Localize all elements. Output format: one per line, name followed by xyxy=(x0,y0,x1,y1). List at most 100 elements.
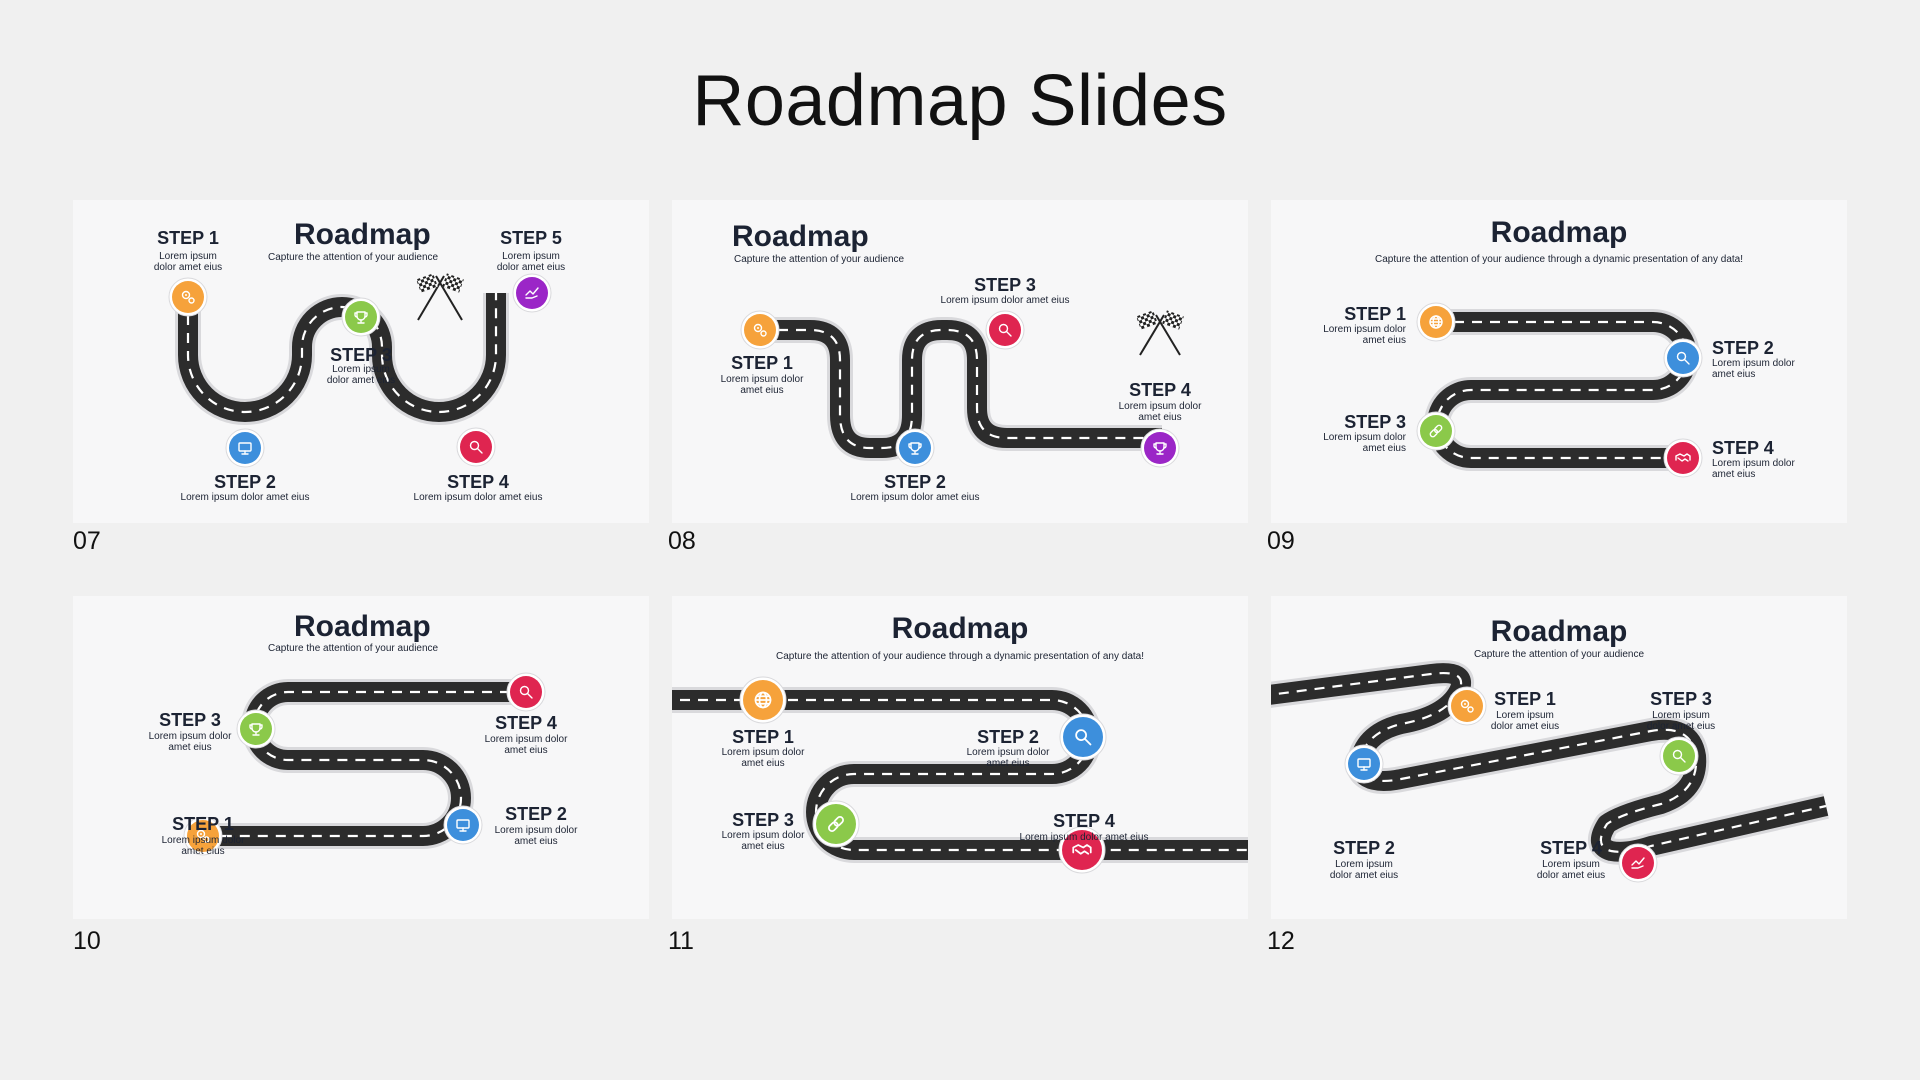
step-1-desc: Lorem ipsum dolor amet eius xyxy=(153,251,223,273)
step-4-desc: Lorem ipsum dolor amet eius xyxy=(1712,458,1795,480)
slide-thumbnail-11[interactable]: Roadmap Capture the attention of your au… xyxy=(672,596,1248,919)
slide-number-08: 08 xyxy=(668,527,696,555)
step-2-desc: Lorem ipsum dolor amet eius xyxy=(494,825,578,847)
slide-subtitle: Capture the attention of your audience xyxy=(734,254,905,265)
gears-icon xyxy=(196,829,210,843)
step-4-desc: Lorem ipsum dolor amet eius xyxy=(484,734,568,756)
step-1-desc: Lorem ipsum dolor amet eius xyxy=(720,374,804,396)
step-3-label: STEP 3 xyxy=(732,810,794,830)
step-3-desc: Lorem ipsum dolor amet eius xyxy=(940,295,1070,306)
step-1-label: STEP 1 xyxy=(172,814,234,834)
finish-flags-icon xyxy=(1136,310,1184,356)
slide-thumbnail-07[interactable]: Roadmap Capture the attention of your au… xyxy=(73,200,649,523)
road-path xyxy=(760,317,1162,461)
step-marker xyxy=(168,277,208,317)
gears-icon xyxy=(1460,699,1474,713)
step-2-label: STEP 2 xyxy=(1712,338,1774,358)
slide-thumbnail-09[interactable]: Roadmap Capture the attention of your au… xyxy=(1271,200,1847,523)
step-marker xyxy=(985,310,1025,350)
step-3-desc: Lorem ipsum dolor amet eius xyxy=(148,731,232,753)
slide-thumbnail-12[interactable]: Roadmap Capture the attention of your au… xyxy=(1271,596,1847,919)
road-svg xyxy=(168,273,552,468)
step-3-label: STEP 3 xyxy=(330,345,392,365)
slide-thumbnail-08[interactable]: Roadmap Capture the attention of your au… xyxy=(672,200,1248,523)
step-4-label: STEP 4 xyxy=(447,472,509,492)
step-4-desc: Lorem ipsum dolor amet eius xyxy=(413,492,543,503)
step-3-label: STEP 3 xyxy=(1344,412,1406,432)
step-3-desc: Lorem ipsum dolor amet eius xyxy=(721,830,805,852)
road-svg xyxy=(740,310,1184,468)
search-icon xyxy=(1075,729,1092,746)
step-3-label: STEP 3 xyxy=(159,710,221,730)
slide-thumbnail-10[interactable]: Roadmap Capture the attention of your au… xyxy=(73,596,649,919)
slide-subtitle: Capture the attention of your audience t… xyxy=(775,651,1145,662)
search-icon xyxy=(1672,749,1686,763)
slide-subtitle: Capture the attention of your audience t… xyxy=(1374,254,1744,265)
step-4-desc: Lorem ipsum dolor amet eius xyxy=(1118,401,1202,423)
slide-title: Roadmap xyxy=(294,610,431,643)
step-2-label: STEP 2 xyxy=(1333,838,1395,858)
step-4-label: STEP 4 xyxy=(1540,838,1602,858)
step-2-desc: Lorem ipsum dolor amet eius xyxy=(966,747,1050,769)
step-2-desc: Lorem ipsum dolor amet eius xyxy=(850,492,980,503)
step-1-desc: Lorem ipsum dolor amet eius xyxy=(721,747,805,769)
search-icon xyxy=(519,685,533,699)
step-marker xyxy=(1058,826,1106,874)
step-marker xyxy=(739,676,787,724)
road-svg xyxy=(183,672,546,856)
step-marker xyxy=(1663,438,1703,478)
slide-number-09: 09 xyxy=(1267,527,1295,555)
step-marker xyxy=(443,805,483,845)
page-title: Roadmap Slides xyxy=(692,61,1228,141)
step-marker xyxy=(236,709,276,749)
road-path xyxy=(1271,660,1829,865)
step-marker xyxy=(1416,411,1456,451)
slide-number-11: 11 xyxy=(668,927,694,955)
step-marker xyxy=(1618,843,1658,883)
step-marker xyxy=(183,816,223,856)
search-icon xyxy=(998,323,1012,337)
road-svg xyxy=(672,676,1248,874)
step-marker xyxy=(1447,686,1487,726)
step-marker xyxy=(456,427,496,467)
step-5-label: STEP 5 xyxy=(500,228,562,248)
step-4-label: STEP 4 xyxy=(1712,438,1774,458)
road-svg xyxy=(1416,302,1703,478)
trophy-icon xyxy=(1153,442,1167,455)
handshake-icon xyxy=(1072,844,1092,855)
step-marker xyxy=(512,273,552,313)
trophy-icon xyxy=(249,723,263,736)
slide-title: Roadmap xyxy=(294,218,431,251)
monitor-icon xyxy=(456,819,470,832)
step-marker xyxy=(1140,428,1180,468)
step-2-desc: Lorem ipsum dolor amet eius xyxy=(1329,859,1399,881)
step-marker xyxy=(341,297,381,337)
search-icon xyxy=(469,440,483,454)
step-4-label: STEP 4 xyxy=(1129,380,1191,400)
step-4-desc: Lorem ipsum dolor amet eius xyxy=(1536,859,1606,881)
step-1-label: STEP 1 xyxy=(157,228,219,248)
slide-subtitle: Capture the attention of your audience xyxy=(268,643,439,654)
step-4-label: STEP 4 xyxy=(495,713,557,733)
step-2-label: STEP 2 xyxy=(977,727,1039,747)
step-marker xyxy=(225,428,265,468)
step-1-label: STEP 1 xyxy=(732,727,794,747)
gears-icon xyxy=(181,290,195,304)
slide-subtitle: Capture the attention of your audience xyxy=(1473,649,1645,660)
step-1-desc: Lorem ipsum dolor amet eius xyxy=(161,835,245,857)
road-path xyxy=(175,293,509,425)
step-3-desc: Lorem ipsum dolor amet eius xyxy=(1323,432,1406,454)
step-marker xyxy=(1059,713,1107,761)
slide-title: Roadmap xyxy=(1490,216,1628,249)
step-marker xyxy=(895,428,935,468)
search-icon xyxy=(1676,351,1690,365)
trophy-icon xyxy=(908,442,922,455)
step-marker xyxy=(740,310,780,350)
road-svg xyxy=(1271,660,1829,883)
handshake-icon xyxy=(1675,453,1691,462)
chart-hand-icon xyxy=(525,287,539,299)
step-marker xyxy=(812,800,860,848)
slide-number-10: 10 xyxy=(73,927,101,955)
slide-subtitle: Capture the attention of your audience xyxy=(268,252,439,263)
step-marker xyxy=(1659,736,1699,776)
